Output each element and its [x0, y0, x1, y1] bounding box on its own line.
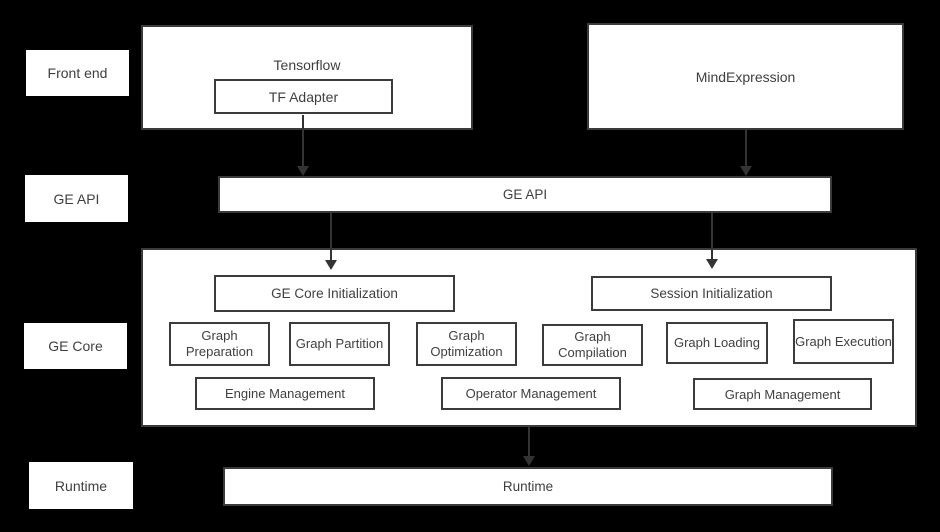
arrow-ge-api-to-session-initialization	[706, 213, 718, 269]
down-arrow-icon	[523, 456, 535, 466]
row-label-front-end: Front end	[26, 50, 129, 96]
management-box-engine-management: Engine Management	[195, 377, 375, 410]
management-box-graph-management: Graph Management	[693, 378, 872, 410]
tensorflow-box: Tensorflow TF Adapter	[141, 25, 473, 130]
tf-adapter-box: TF Adapter	[214, 79, 393, 114]
session-initialization-box: Session Initialization	[591, 276, 832, 311]
down-arrow-icon	[297, 166, 309, 176]
mindexpression-box: MindExpression	[587, 23, 904, 130]
arrow-ge-core-to-runtime	[523, 427, 535, 466]
module-box-graph-loading: Graph Loading	[666, 322, 768, 364]
down-arrow-icon	[740, 166, 752, 176]
arrow-shaft	[745, 130, 747, 166]
arrow-shaft	[711, 213, 713, 259]
arrow-shaft	[528, 427, 530, 456]
ge-core-initialization-box: GE Core Initialization	[214, 275, 455, 312]
tensorflow-label: Tensorflow	[273, 57, 341, 73]
runtime-bar: Runtime	[223, 467, 833, 506]
module-box-graph-compilation: Graph Compilation	[542, 324, 643, 366]
ge-api-bar: GE API	[218, 176, 832, 213]
module-box-graph-partition: Graph Partition	[289, 322, 390, 366]
ge-core-box: GE Core Initialization Session Initializ…	[141, 248, 917, 427]
row-label-runtime: Runtime	[29, 462, 133, 509]
down-arrow-icon	[706, 259, 718, 269]
arrow-tf-adapter-to-ge-api	[297, 115, 309, 176]
module-box-graph-optimization: Graph Optimization	[416, 322, 517, 366]
module-box-graph-preparation: Graph Preparation	[169, 322, 270, 366]
down-arrow-icon	[325, 260, 337, 270]
row-label-ge-core: GE Core	[24, 323, 127, 369]
management-box-operator-management: Operator Management	[441, 377, 621, 410]
module-box-graph-execution: Graph Execution	[793, 319, 894, 364]
row-label-ge-api: GE API	[25, 175, 128, 222]
arrow-shaft	[302, 115, 304, 166]
arrow-mindexpression-to-ge-api	[740, 130, 752, 176]
arrow-ge-api-to-core-initialization	[325, 213, 337, 270]
arrow-shaft	[330, 213, 332, 260]
